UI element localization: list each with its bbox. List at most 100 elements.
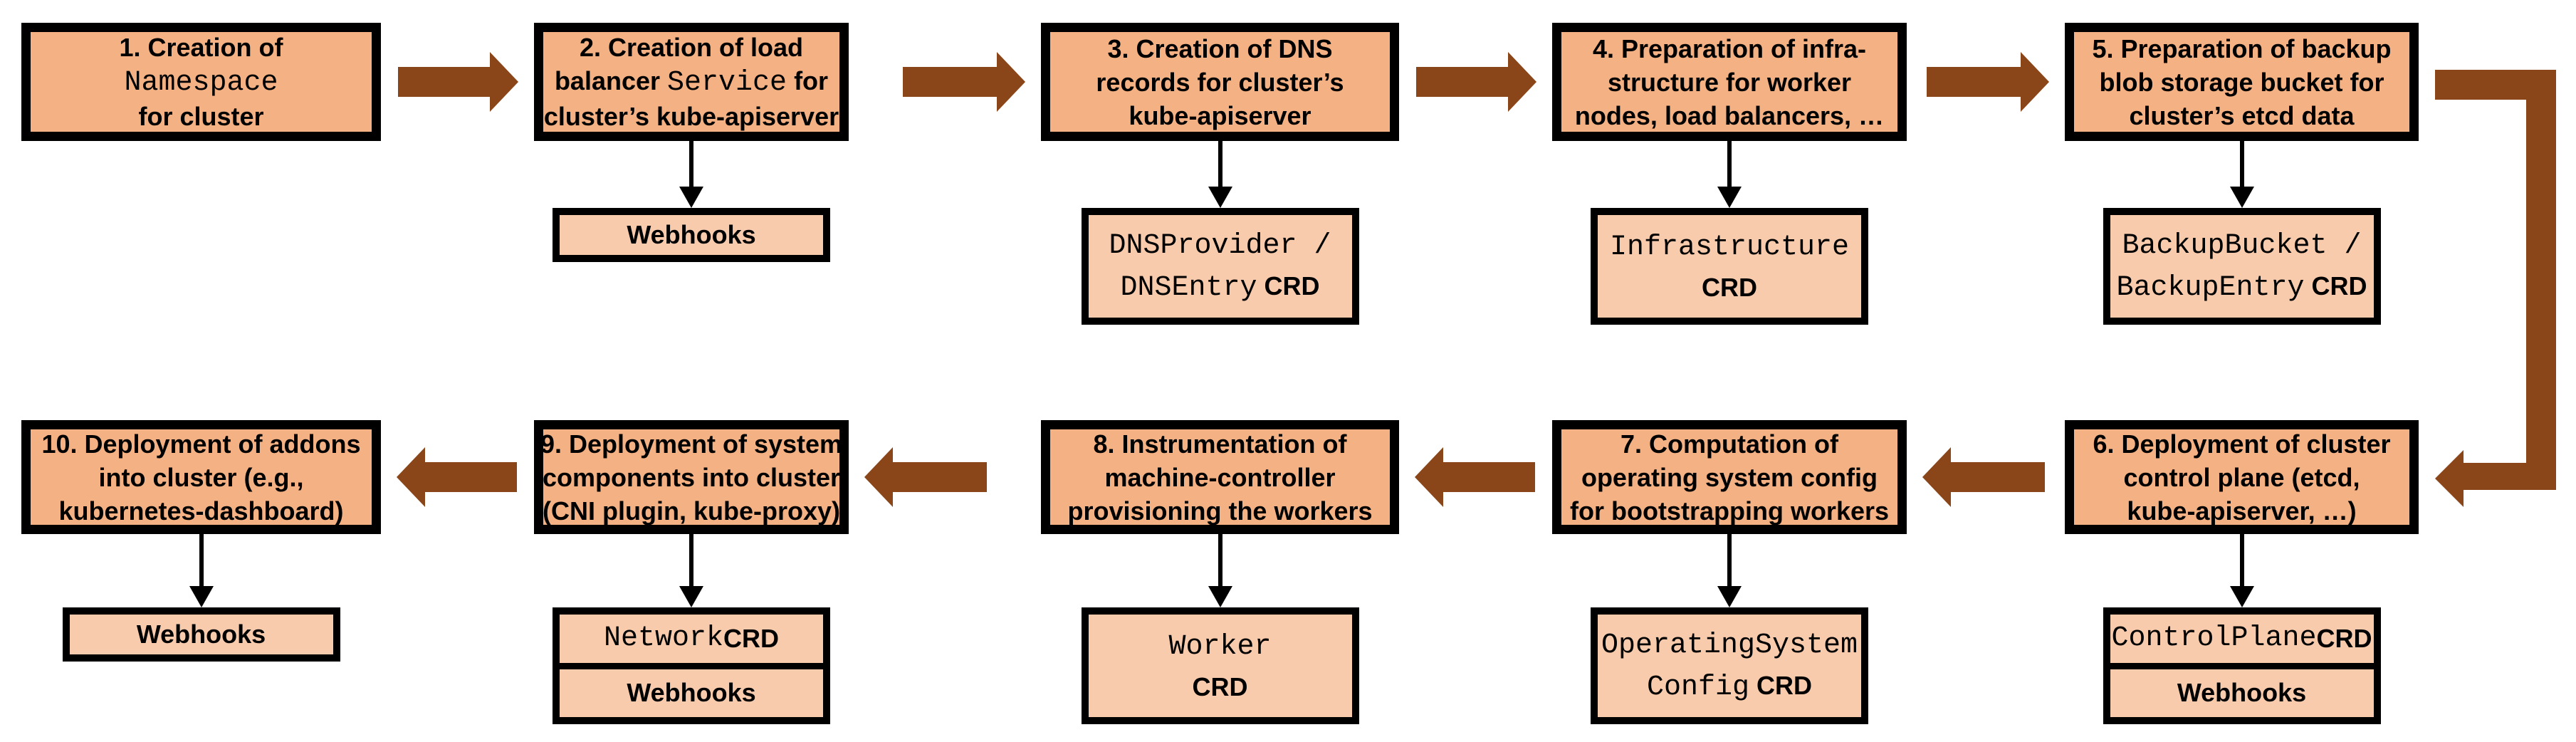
text-line: 6. Deployment of cluster xyxy=(2093,427,2390,461)
arrowhead-down-icon xyxy=(679,187,703,208)
connector-line xyxy=(2239,534,2244,586)
text-line: structure for worker xyxy=(1608,66,1851,99)
text-line: Config CRD xyxy=(1598,666,1861,708)
text-line: kubernetes-dashboard) xyxy=(58,494,343,528)
text-line: 8. Instrumentation of xyxy=(1093,427,1346,461)
elbow-arrow-shape xyxy=(2435,70,2556,507)
step-9-network-crd-webhooks-box: Network CRD Webhooks xyxy=(553,607,830,724)
step-2-webhooks-box: Webhooks xyxy=(553,208,830,262)
flow-arrow-step2-to-step3-right-icon xyxy=(849,23,1041,141)
stack-row: Network CRD xyxy=(560,615,823,663)
connector-line xyxy=(1727,141,1732,187)
connector-line xyxy=(1218,534,1222,586)
code-text: DNSEntry xyxy=(1120,272,1257,304)
flow-arrow-step7-to-step8-left-icon xyxy=(1399,420,1552,534)
flow-arrow-step6-to-step7-left-icon xyxy=(1907,420,2065,534)
step-5-backup-crd-box: BackupBucket / BackupEntry CRD xyxy=(2103,208,2381,325)
label-text: machine-controller xyxy=(1104,462,1336,492)
label-text: 3. Creation of DNS xyxy=(1107,33,1333,63)
stack-row: ControlPlane CRD xyxy=(2110,615,2374,663)
label-text: CRD xyxy=(723,623,780,653)
label-text: Webhooks xyxy=(627,220,756,249)
text-line: blob storage bucket for xyxy=(2099,66,2384,99)
label-text: kube-apiserver, …) xyxy=(2127,496,2357,526)
flow-arrow-step4-to-step5-right-icon xyxy=(1907,23,2065,141)
code-text: Network xyxy=(603,622,724,655)
connector-line xyxy=(1727,534,1732,586)
child-connector-arrow-8 xyxy=(1199,534,1242,607)
label-text: components into cluster xyxy=(542,462,841,492)
label-text: records for cluster’s xyxy=(1096,67,1344,97)
wrap-elbow-connector xyxy=(2419,64,2561,513)
label-text: CRD xyxy=(2304,271,2367,301)
stack-row: Webhooks xyxy=(560,662,823,718)
label-text: cluster’s etcd data xyxy=(2129,100,2355,130)
text-line: BackupEntry CRD xyxy=(2110,266,2374,308)
child-connector-arrow-9 xyxy=(670,534,713,607)
label-text: kubernetes-dashboard) xyxy=(58,496,344,526)
label-text: Webhooks xyxy=(136,620,266,649)
arrowhead-down-icon xyxy=(189,586,214,607)
text-line: BackupBucket / xyxy=(2110,224,2374,266)
arrowhead-down-icon xyxy=(1208,187,1232,208)
label-text: blob storage bucket for xyxy=(2099,67,2384,97)
label-text: 5. Preparation of backup xyxy=(2092,33,2392,63)
label-text: kube-apiserver xyxy=(1129,100,1311,130)
label-text: Webhooks xyxy=(627,678,756,708)
arrowhead-down-icon xyxy=(2229,187,2254,208)
text-line: components into cluster xyxy=(543,461,840,494)
label-text: nodes, load balancers, … xyxy=(1574,100,1885,130)
code-text: BackupBucket / xyxy=(2122,230,2362,262)
child-connector-arrow-2 xyxy=(670,141,713,208)
text-line: DNSProvider / xyxy=(1089,224,1352,266)
text-line: 9. Deployment of system xyxy=(540,427,842,461)
arrowhead-down-icon xyxy=(2229,586,2254,607)
code-text: OperatingSystem xyxy=(1601,629,1858,662)
child-connector-arrow-4 xyxy=(1708,141,1751,208)
label-text: 9. Deployment of system xyxy=(540,429,843,459)
label-text: (CNI plugin, kube-proxy) xyxy=(543,496,840,526)
text-line: 10. Deployment of addons xyxy=(41,427,360,461)
step-box-4: 4. Preparation of infra-structure for wo… xyxy=(1552,23,1907,141)
step-3-dns-crd-box: DNSProvider /DNSEntry CRD xyxy=(1081,208,1359,325)
child-connector-arrow-7 xyxy=(1708,534,1751,607)
text-line: Webhooks xyxy=(560,221,823,249)
text-line: into cluster (e.g., xyxy=(98,461,303,494)
text-line: control plane (etcd, xyxy=(2123,461,2360,494)
text-line: 4. Preparation of infra- xyxy=(1593,32,1866,66)
flow-arrow-step3-to-step4-right-icon xyxy=(1399,23,1552,141)
connector-line xyxy=(689,141,693,187)
label-text: Webhooks xyxy=(2177,678,2307,708)
text-line: Infrastructure xyxy=(1598,226,1861,268)
label-text: 4. Preparation of infra- xyxy=(1592,33,1867,63)
child-connector-arrow-6 xyxy=(2221,534,2263,607)
child-connector-arrow-10 xyxy=(180,534,223,607)
code-text: Config xyxy=(1646,672,1750,704)
child-connector-arrow-5 xyxy=(2221,141,2263,208)
flow-arrow-step9-to-step10-left-icon xyxy=(381,420,534,534)
text-line: kube-apiserver xyxy=(1129,99,1311,132)
text-line: records for cluster’s xyxy=(1096,66,1344,99)
code-text: BackupEntry xyxy=(2116,272,2305,304)
text-line: nodes, load balancers, … xyxy=(1575,99,1884,132)
text-line: machine-controller xyxy=(1104,461,1335,494)
flow-arrow-step8-to-step9-left-icon xyxy=(849,420,1041,534)
text-line: cluster’s kube-apiserver xyxy=(544,100,839,133)
child-connector-arrow-3 xyxy=(1199,141,1242,208)
code-text: ControlPlane xyxy=(2111,622,2317,655)
step-6-controlplane-crd-webhooks-box: ControlPlane CRD Webhooks xyxy=(2103,607,2381,724)
text-line: 3. Creation of DNS xyxy=(1107,32,1332,66)
text-line: (CNI plugin, kube-proxy) xyxy=(543,494,840,528)
